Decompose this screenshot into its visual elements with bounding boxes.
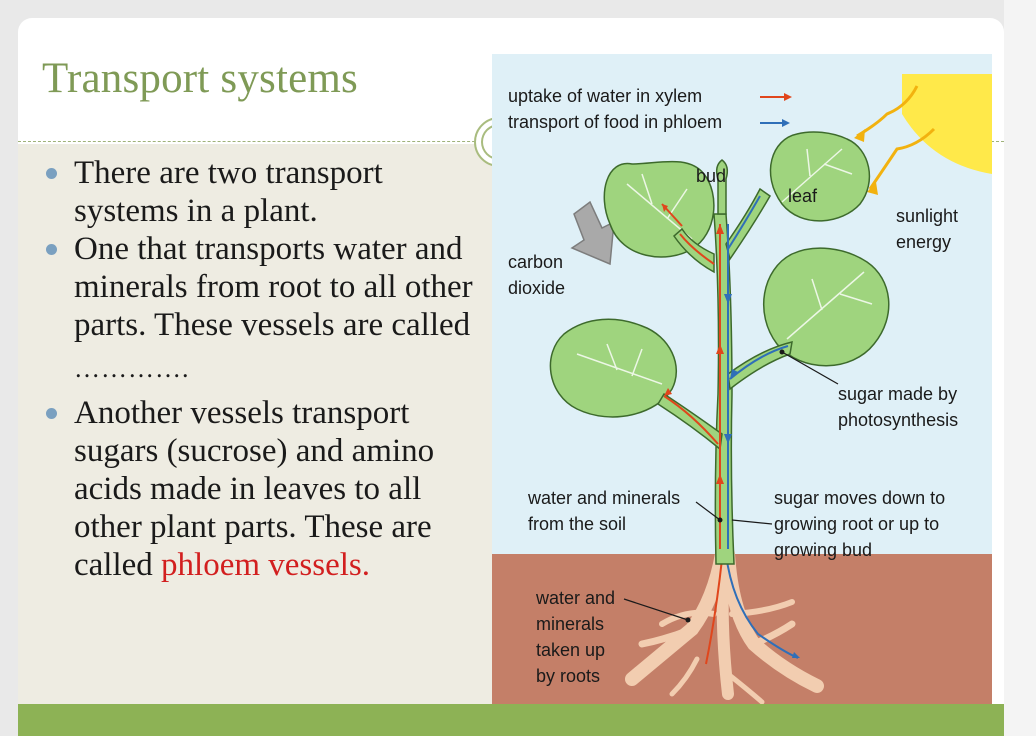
bullet-item: Another vessels transport sugars (sucros… [42,394,482,584]
fill-in-blank: …………. [74,354,190,383]
carbon-dioxide-arrow-icon [570,200,615,266]
root-xylem-arrow-icon [705,558,723,665]
page-title: Transport systems [42,55,358,102]
bullet-item: One that transports water and minerals f… [42,230,482,394]
sky-background [492,54,992,554]
window-edge [1004,0,1036,736]
water-soil-label-2: from the soil [528,514,626,534]
sun-icon [902,74,992,174]
xylem-legend-arrowhead-icon [784,93,792,101]
roots-label-1: water and [535,588,615,608]
sunray-icon [856,85,919,138]
root-phloem-arrow-icon [725,553,799,659]
bud-shape [715,159,729,215]
slide: Transport systems There are two transpor… [18,18,1004,736]
roots-point [685,617,691,623]
sunray-arrowhead-icon [854,129,865,142]
roots-label-3: taken up [536,640,605,660]
sugar-made-label-1: sugar made by [838,384,957,404]
sunlight-label-1: sunlight [896,206,958,226]
bullet-text: There are two transport systems in a pla… [74,155,383,229]
sugar-moves-label-2: growing root or up to [774,514,939,534]
bullet-dot-icon [46,244,57,255]
leaf-left [549,318,677,418]
sunray-icon [868,127,936,190]
plant-transport-diagram: uptake of water in xylem transport of fo… [492,54,992,714]
bullet-text: Another vessels transport sugars (sucros… [74,395,435,583]
sunlight-label-2: energy [896,232,951,252]
sugar-moves-label-3: growing bud [774,540,872,560]
sugar-moves-label-1: sugar moves down to [774,488,945,508]
text-panel [18,144,496,704]
co2-label-2: dioxide [508,278,565,298]
leaf-upper-right [769,131,871,222]
legend-xylem-label: uptake of water in xylem [508,86,702,106]
bullet-text: One that transports water and minerals f… [74,231,473,343]
bullet-list: There are two transport systems in a pla… [42,154,482,584]
bullet-dot-icon [46,408,57,419]
bud-label: bud [696,166,726,186]
footer-bar [18,704,1004,736]
co2-label-1: carbon [508,252,563,272]
water-soil-point [717,517,723,523]
sugar-made-leader-line [781,351,839,385]
transport-arrowheads [662,204,800,658]
phloem-legend-arrowhead-icon [782,119,790,127]
bullet-item: There are two transport systems in a pla… [42,154,482,230]
bullet-dot-icon [46,168,57,179]
highlighted-term: phloem vessels. [161,547,371,583]
water-soil-label-1: water and minerals [527,488,680,508]
sugar-moves-leader-line [731,519,773,525]
roots-label-4: by roots [536,666,600,686]
leaf-label: leaf [788,186,818,206]
roots-label-2: minerals [536,614,604,634]
water-soil-leader-line [695,501,721,521]
sugar-made-point [779,349,785,355]
legend-phloem-label: transport of food in phloem [508,112,722,132]
sugar-made-label-2: photosynthesis [838,410,958,430]
sunray-arrowhead-icon [867,182,878,195]
roots-leader-line [623,598,689,621]
